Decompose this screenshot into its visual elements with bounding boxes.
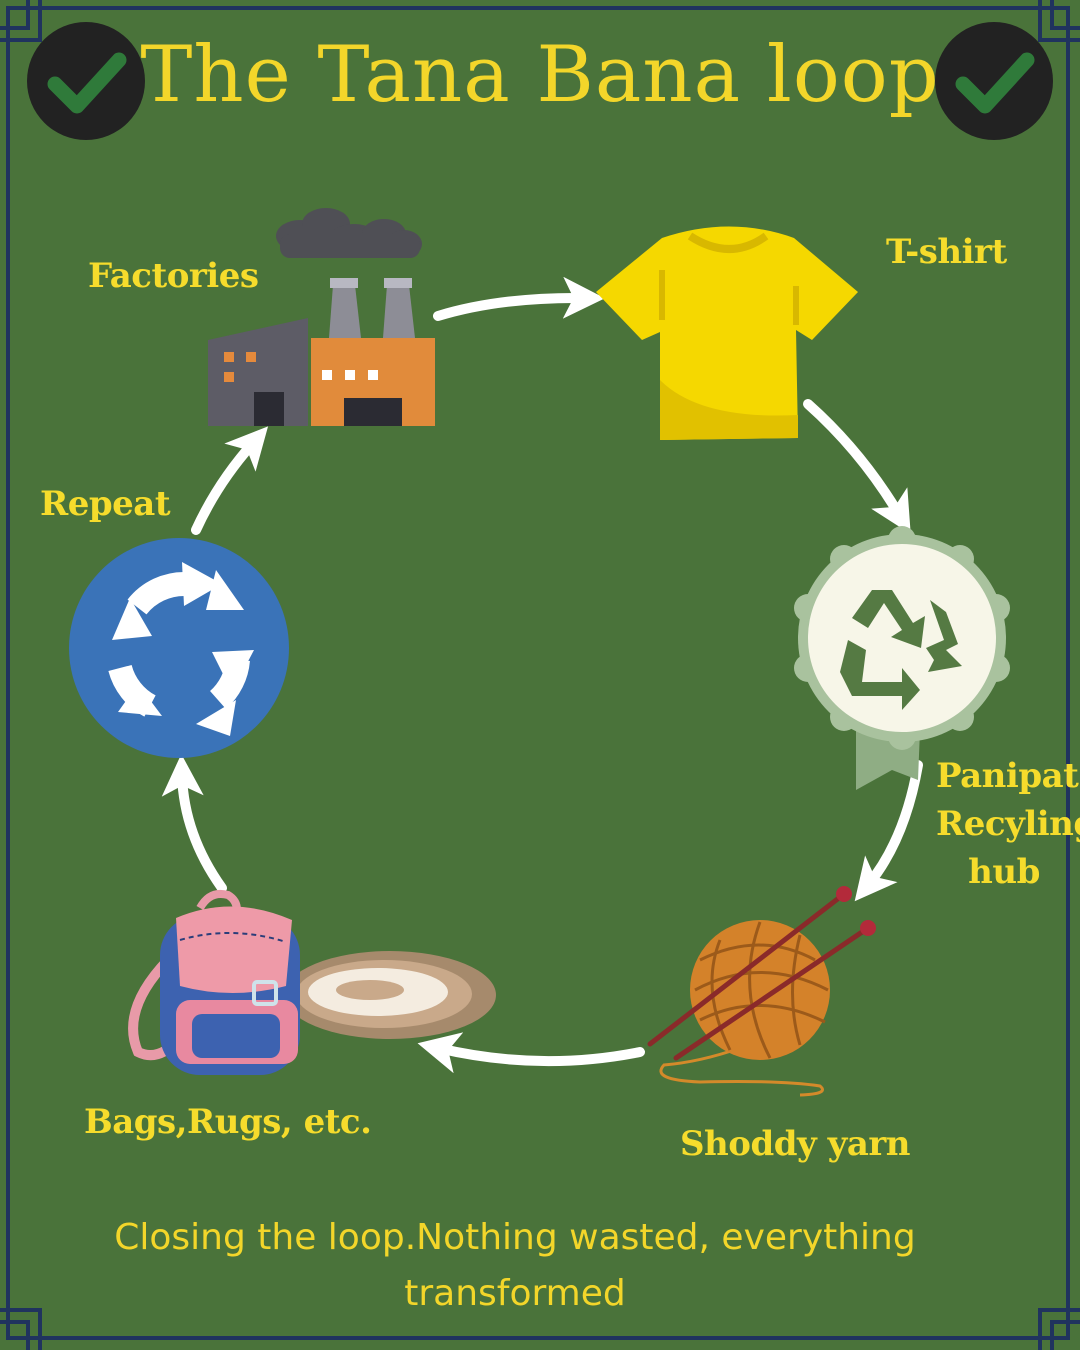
factories-label: Factories [88, 256, 259, 296]
arrow-tshirt-to-hub [803, 399, 911, 535]
page-border [6, 6, 1070, 1340]
arrow-yarn-to-bags [417, 1032, 645, 1074]
check-icon [955, 52, 1035, 114]
yarn-label: Shoddy yarn [680, 1124, 911, 1164]
corner-ornament-bottom-left [0, 1308, 42, 1350]
footer-tagline: Closing the loop.Nothing wasted, everyth… [114, 1217, 916, 1314]
arrow-hub-to-yarn [854, 760, 923, 902]
corner-ornament-bottom-right [1038, 1308, 1080, 1350]
tshirt-label: T-shirt [886, 232, 1007, 272]
repeat-label: Repeat [40, 484, 171, 524]
corner-ornament-top-right [1038, 0, 1080, 42]
hub-label: Panipat Recyling hub [936, 752, 1080, 896]
arrow-bags-to-repeat [161, 754, 227, 893]
hub-label-line: hub [968, 852, 1040, 892]
corner-ornament-top-left [0, 0, 42, 42]
bags-label: Bags,Rugs, etc. [84, 1102, 372, 1142]
check-icon [47, 52, 127, 114]
page-title: The Tana Bana loop [140, 30, 940, 120]
hub-label-line: Recyling [936, 804, 1080, 844]
check-badge-left [27, 22, 145, 140]
check-badge-right [935, 22, 1053, 140]
arrow-factories-to-tshirt [433, 276, 605, 321]
arrow-repeat-to-factories [191, 426, 269, 535]
hub-label-line: Panipat [936, 756, 1079, 796]
